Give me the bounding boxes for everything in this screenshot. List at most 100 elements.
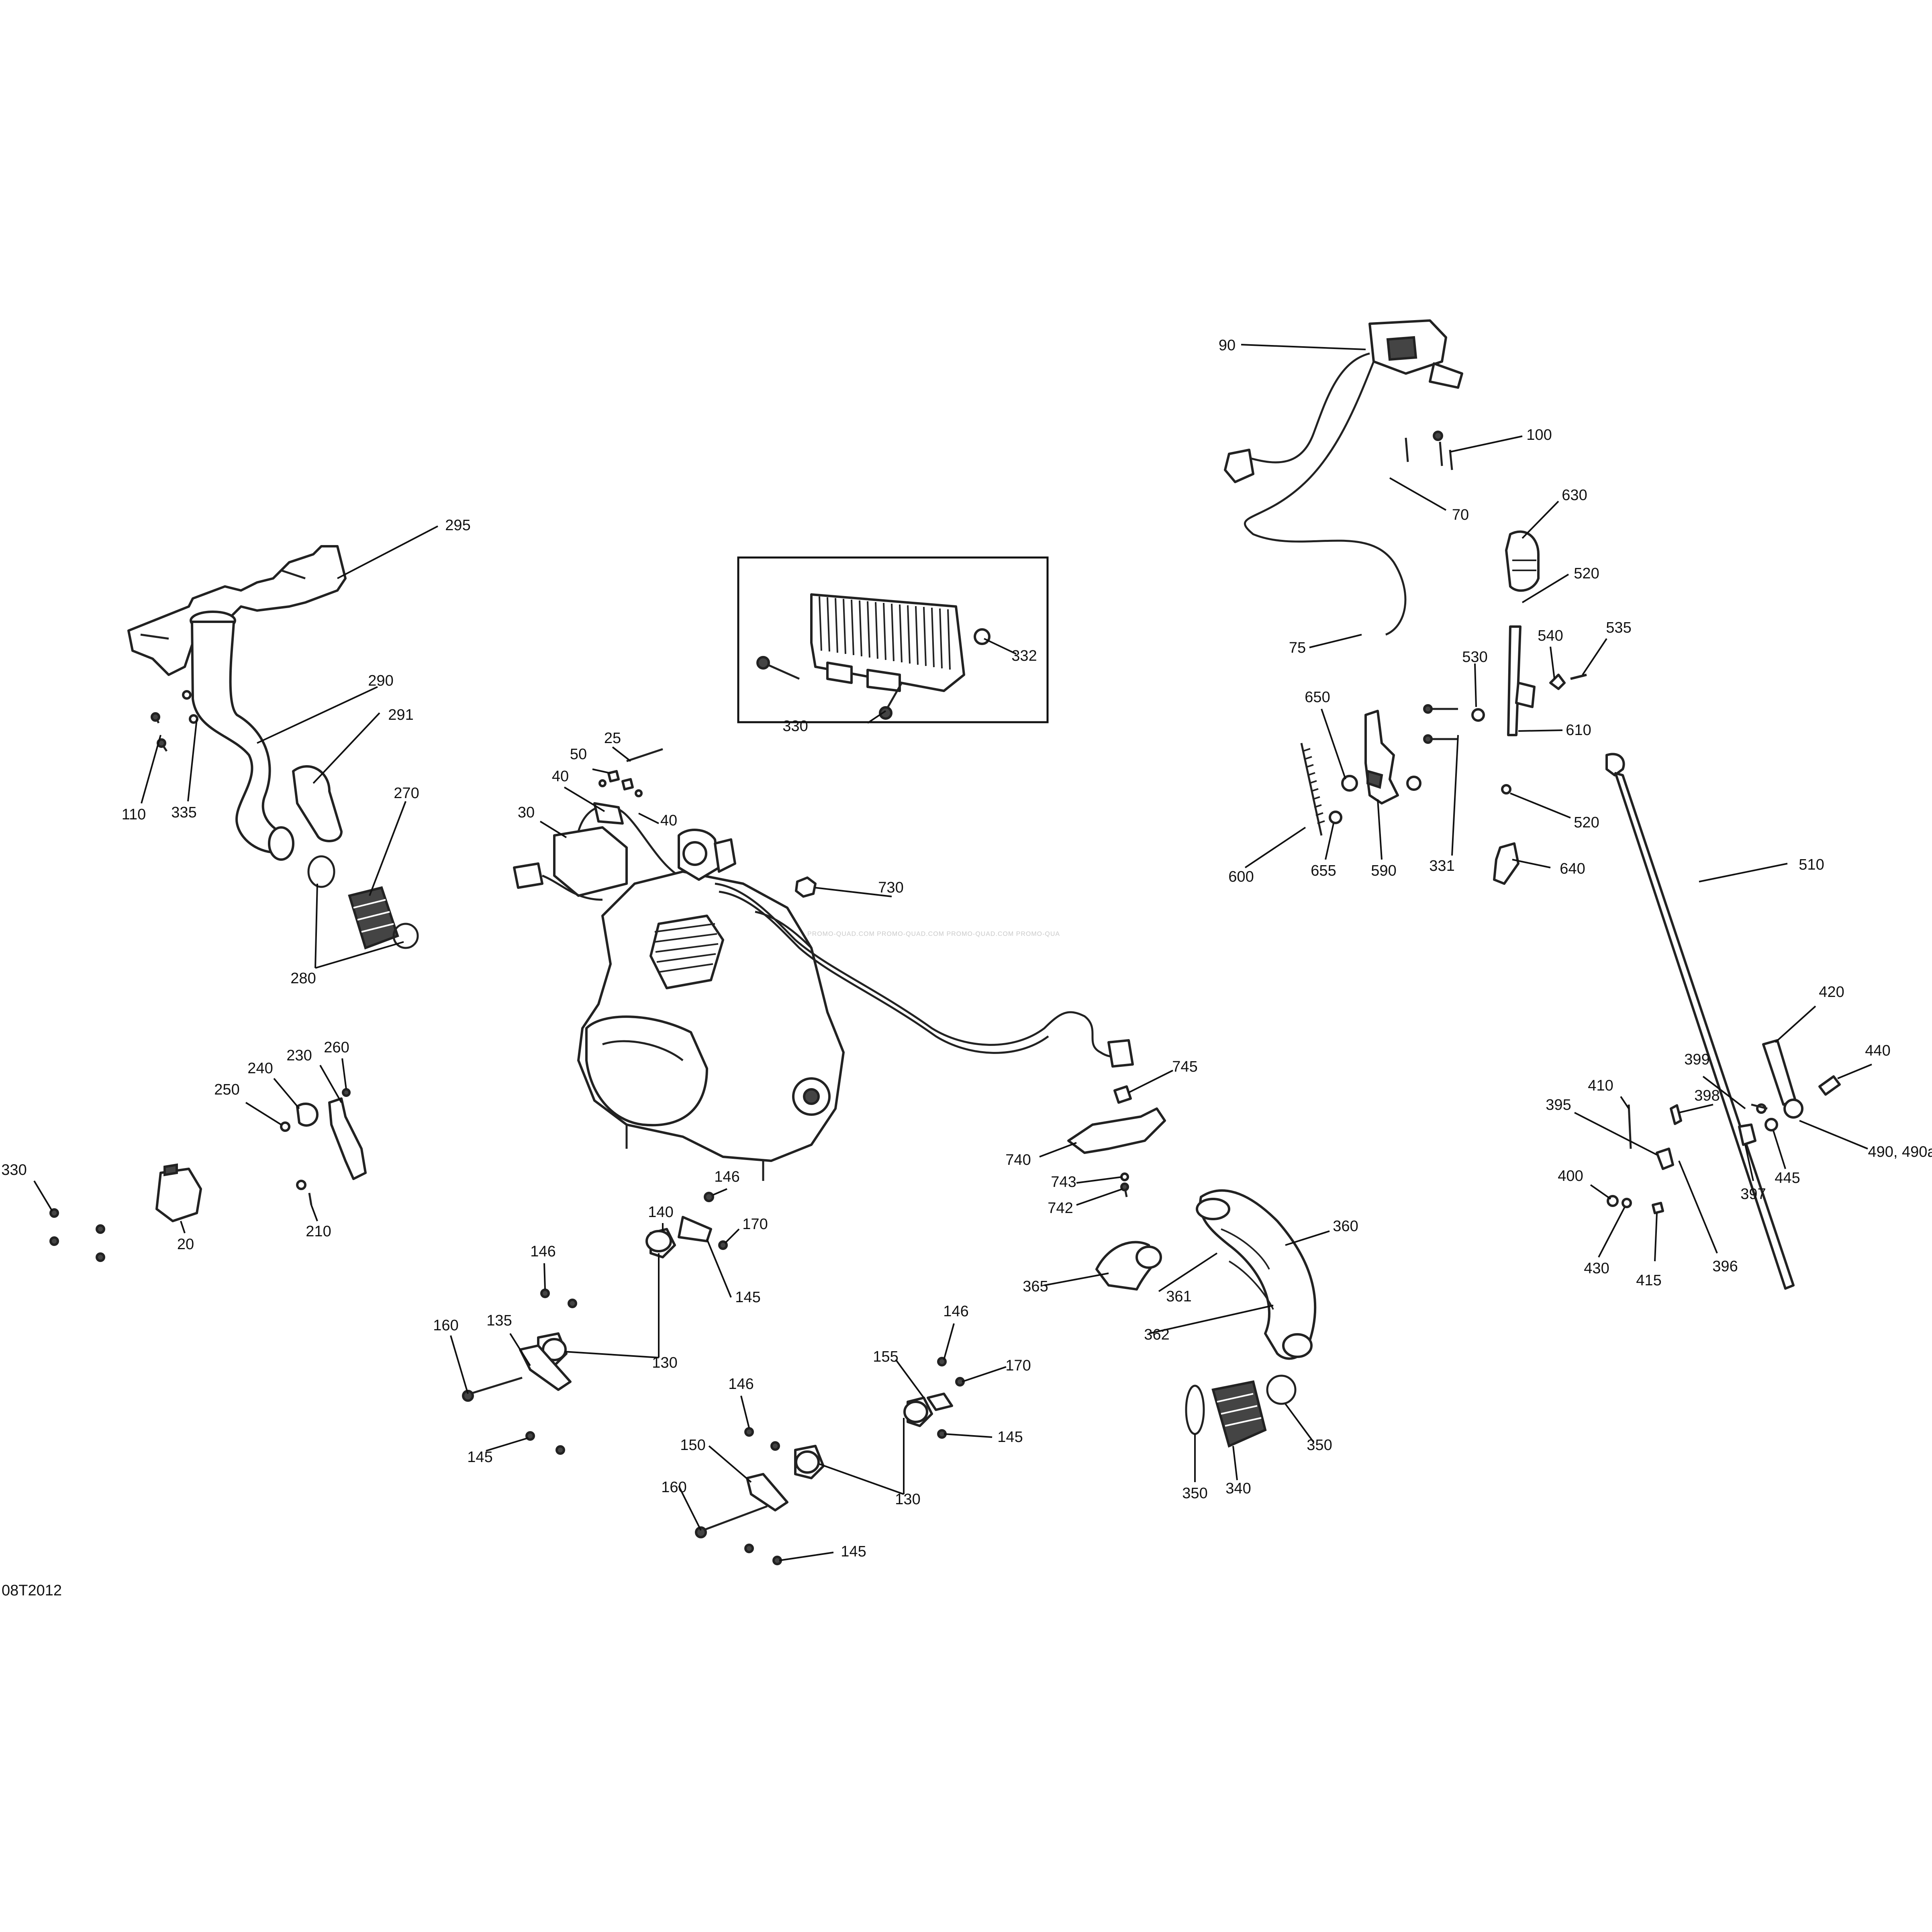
callout-130-a: 130 [652,1354,677,1371]
callout-291: 291 [388,707,413,723]
callout-75: 75 [1289,639,1306,656]
callout-145-c: 145 [997,1429,1023,1446]
wiring-harness-part [715,882,1134,1068]
callout-340: 340 [1225,1480,1251,1497]
callout-20: 20 [177,1236,194,1253]
screw-set-100 [1405,431,1453,470]
lever-hardware [1423,674,1587,794]
boot-part-270 [348,886,399,950]
callout-135: 135 [486,1312,512,1329]
callout-520-lower: 520 [1574,814,1599,831]
clamp-set-280 [307,855,419,949]
callout-399: 399 [1684,1051,1709,1068]
callout-742: 742 [1048,1200,1073,1217]
callout-490-490a: 490, 490a [1868,1144,1932,1160]
callout-130-b: 130 [895,1491,920,1508]
callout-360: 360 [1333,1218,1358,1235]
callout-50: 50 [570,746,587,763]
hose-part-291 [292,765,343,842]
callout-365: 365 [1023,1278,1048,1295]
callout-330-left: 330 [1,1162,27,1178]
engine-mount-left [462,1192,728,1455]
callout-160-b: 160 [661,1479,686,1496]
callout-150: 150 [680,1437,705,1454]
callout-270: 270 [394,785,419,802]
figure-code: 08T2012 [2,1582,62,1599]
shift-bracket-part [1341,710,1421,805]
callout-600: 600 [1228,868,1254,885]
callout-155: 155 [873,1348,898,1365]
callout-170-a: 170 [742,1216,768,1233]
callout-25: 25 [604,730,621,747]
callout-740: 740 [1005,1152,1031,1168]
duct-clamp-340-350 [1185,1374,1297,1448]
callout-640: 640 [1560,860,1585,877]
callout-415: 415 [1636,1272,1661,1289]
leader-lines [33,344,1872,1561]
callout-350-right: 350 [1307,1437,1332,1454]
ecu-inset [737,556,1049,723]
callout-146-c: 146 [943,1303,968,1320]
callout-332: 332 [1011,647,1037,664]
callout-230: 230 [286,1047,312,1064]
engine-block-part [577,829,845,1181]
callout-362: 362 [1144,1326,1169,1343]
callout-440: 440 [1865,1042,1890,1059]
callout-530: 530 [1462,649,1487,666]
callout-420: 420 [1819,984,1844,1001]
callout-110: 110 [122,806,146,823]
callout-445: 445 [1775,1170,1800,1187]
bracket-230 [280,1088,367,1205]
nut-730 [795,876,817,898]
callout-410: 410 [1588,1077,1613,1094]
callout-labels: 90 100 70 630 520 75 530 540 535 650 610… [1,337,1932,1560]
callout-145-a: 145 [735,1289,760,1306]
callout-100: 100 [1526,427,1552,443]
callout-145-d: 145 [841,1543,866,1560]
callout-160-a: 160 [433,1317,458,1334]
callout-745: 745 [1172,1058,1197,1075]
callout-210: 210 [306,1223,331,1240]
engine-mount-center [695,1357,965,1565]
callout-146-a: 146 [714,1168,739,1185]
callout-331: 331 [1429,858,1454,874]
small-parts-25-50-40 [598,748,663,797]
callout-540: 540 [1538,627,1563,644]
rod-end-assembly [1751,1039,1841,1131]
callout-510: 510 [1799,856,1824,873]
callout-730: 730 [878,879,903,896]
callout-290: 290 [368,672,393,689]
callout-260: 260 [324,1039,349,1056]
callout-170-b: 170 [1005,1357,1031,1374]
callout-400: 400 [1558,1168,1583,1185]
intake-duct-part [190,611,294,861]
callout-395: 395 [1546,1097,1571,1113]
callout-240: 240 [247,1060,273,1077]
callout-30: 30 [518,804,535,821]
callout-630: 630 [1562,487,1587,504]
callout-70: 70 [1452,506,1469,523]
callout-650: 650 [1305,689,1330,706]
callout-280: 280 [290,970,316,987]
callout-610: 610 [1566,722,1591,739]
callout-335: 335 [171,804,196,821]
callout-397: 397 [1740,1186,1766,1203]
callout-140: 140 [648,1204,673,1221]
bracket-740 [1067,1085,1166,1197]
intake-cover-part [1196,1189,1317,1360]
callout-430: 430 [1584,1260,1609,1277]
callout-145-b: 145 [467,1449,492,1466]
callout-396: 396 [1712,1258,1738,1275]
shift-rod-part [1605,753,1795,1290]
callout-146-d: 146 [728,1376,754,1393]
callout-743: 743 [1051,1174,1076,1191]
throttle-housing-part [1224,319,1463,636]
mounting-plate-part [127,545,347,676]
sensor-part-640 [1493,842,1519,885]
callout-40-right: 40 [660,812,677,829]
callout-350-left: 350 [1182,1485,1207,1502]
callout-590: 590 [1371,862,1396,879]
callout-330-inset: 330 [782,718,808,735]
callout-535: 535 [1606,619,1631,636]
